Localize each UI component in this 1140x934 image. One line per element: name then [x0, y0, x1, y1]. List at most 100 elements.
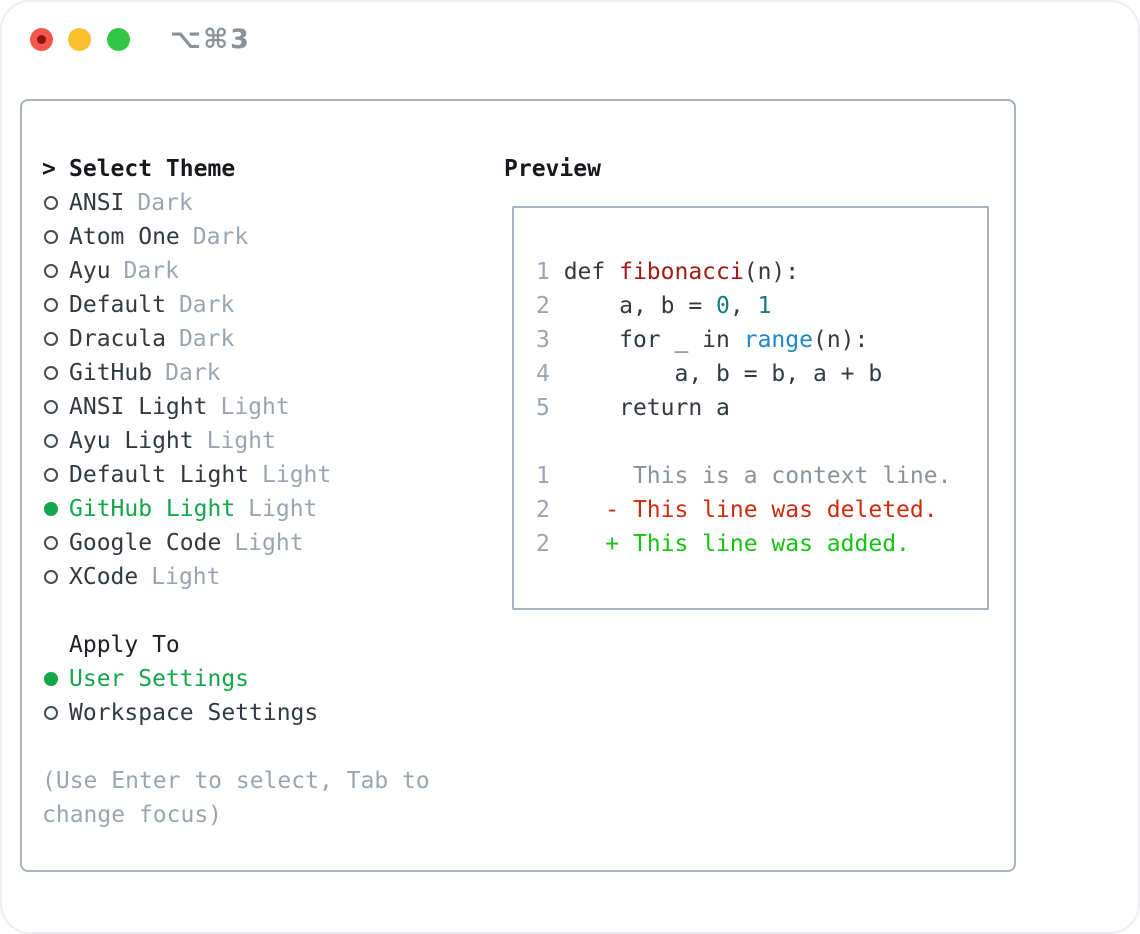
theme-option-label: XCode	[69, 564, 139, 590]
theme-option-label: Google Code	[69, 530, 222, 556]
theme-option-google-code[interactable]: Google Code Light	[42, 526, 430, 560]
theme-option-ansi-light[interactable]: ANSI Light Light	[42, 390, 430, 424]
code-segment-linenum: 2	[536, 531, 564, 557]
radio-icon	[44, 706, 58, 720]
code-segment-code: def	[563, 259, 620, 285]
theme-option-label: Default Light	[69, 462, 250, 488]
theme-variant-label: Light	[234, 530, 304, 556]
apply-option-user-settings[interactable]: User Settings	[42, 662, 430, 696]
prompt-icon: >	[42, 156, 56, 182]
hint-line: change focus)	[42, 802, 223, 828]
code-segment-builtin: range	[743, 327, 813, 353]
radio-icon	[44, 400, 58, 414]
code-segment-linenum: 2	[536, 497, 564, 523]
theme-variant-label: Dark	[123, 258, 179, 284]
preview-header: Preview	[504, 156, 601, 182]
apply-option-label: User Settings	[69, 666, 250, 692]
code-segment-code: return a	[563, 395, 730, 421]
apply-option-workspace-settings[interactable]: Workspace Settings	[42, 696, 430, 730]
theme-option-default[interactable]: Default Dark	[42, 288, 430, 322]
spacer	[42, 730, 430, 764]
theme-option-github-light[interactable]: GitHub Light Light	[42, 492, 430, 526]
code-segment-code: (n):	[812, 327, 869, 353]
theme-option-ayu-light[interactable]: Ayu Light Light	[42, 424, 430, 458]
preview-line: 2 + This line was added.	[536, 527, 987, 561]
theme-option-label: Atom One	[69, 224, 180, 250]
theme-option-ayu[interactable]: Ayu Dark	[42, 254, 430, 288]
radio-icon	[44, 230, 58, 244]
preview-line: 2 a, b = 0, 1	[536, 289, 987, 323]
code-segment-function: fibonacci	[619, 259, 744, 285]
radio-selected-icon	[44, 502, 58, 516]
code-segment-number: 0	[716, 293, 730, 319]
theme-option-label: Ayu Light	[69, 428, 194, 454]
radio-icon	[44, 570, 58, 584]
radio-icon	[44, 332, 58, 346]
radio-icon	[44, 298, 58, 312]
theme-variant-label: Dark	[178, 326, 235, 352]
radio-icon	[44, 434, 58, 448]
radio-icon	[44, 468, 58, 482]
theme-option-label: Dracula	[69, 326, 166, 352]
close-button[interactable]	[30, 28, 53, 51]
code-segment-code: ,	[729, 293, 758, 319]
select-theme-header: > Select Theme	[42, 152, 430, 186]
code-segment-context: This is a context line.	[563, 463, 952, 489]
theme-variant-label: Dark	[178, 292, 235, 318]
keyboard-hint: (Use Enter to select, Tab to change focus…	[42, 764, 430, 832]
theme-variant-label: Light	[220, 394, 290, 420]
code-segment-linenum: 3	[536, 327, 564, 353]
theme-option-label: Ayu	[69, 258, 111, 284]
select-theme-title: Select Theme	[69, 156, 236, 182]
preview-line: 4 a, b = b, a + b	[536, 357, 987, 391]
close-dot-icon	[37, 35, 46, 44]
theme-option-label: GitHub	[69, 360, 153, 386]
code-segment-number: 1	[757, 293, 772, 319]
theme-option-ansi[interactable]: ANSI Dark	[42, 186, 430, 220]
theme-option-label: Default	[69, 292, 166, 318]
theme-option-label: ANSI Light	[69, 394, 208, 420]
window-title: ⌥⌘3	[170, 24, 251, 55]
theme-option-label: GitHub Light	[69, 496, 236, 522]
code-segment-added: + This line was added.	[563, 531, 910, 557]
preview-line: 3 for _ in range(n):	[536, 323, 987, 357]
radio-icon	[44, 366, 58, 380]
theme-option-label: ANSI	[69, 190, 125, 216]
preview-line: 1 def fibonacci(n):	[536, 255, 987, 289]
code-segment-code: for _ in	[563, 327, 744, 353]
radio-selected-icon	[44, 672, 58, 686]
apply-option-label: Workspace Settings	[69, 700, 319, 726]
theme-option-xcode[interactable]: XCode Light	[42, 560, 430, 594]
spacer	[42, 594, 430, 628]
theme-option-dracula[interactable]: Dracula Dark	[42, 322, 430, 356]
preview-line: 1 This is a context line.	[536, 459, 987, 493]
preview-line: 2 - This line was deleted.	[536, 493, 987, 527]
minimize-button[interactable]	[68, 28, 91, 51]
code-segment-linenum: 2	[536, 293, 564, 319]
theme-variant-label: Dark	[192, 224, 249, 250]
theme-variant-label: Light	[248, 496, 318, 522]
code-segment-linenum: 1	[536, 463, 564, 489]
theme-variant-label: Light	[206, 428, 276, 454]
code-segment-code: a, b =	[563, 293, 717, 319]
preview-line: 5 return a	[536, 391, 987, 425]
apply-to-header: Apply To	[69, 632, 180, 658]
theme-option-atom-one[interactable]: Atom One Dark	[42, 220, 430, 254]
theme-option-default-light[interactable]: Default Light Light	[42, 458, 430, 492]
preview-line	[536, 425, 987, 459]
theme-variant-label: Light	[151, 564, 221, 590]
code-segment-code: (n):	[743, 259, 800, 285]
theme-variant-label: Dark	[137, 190, 193, 216]
theme-variant-label: Light	[262, 462, 332, 488]
zoom-button[interactable]	[107, 28, 130, 51]
hint-line: (Use Enter to select, Tab to	[42, 768, 430, 794]
code-segment-linenum: 1	[536, 259, 564, 285]
code-segment-linenum: 4	[536, 361, 564, 387]
